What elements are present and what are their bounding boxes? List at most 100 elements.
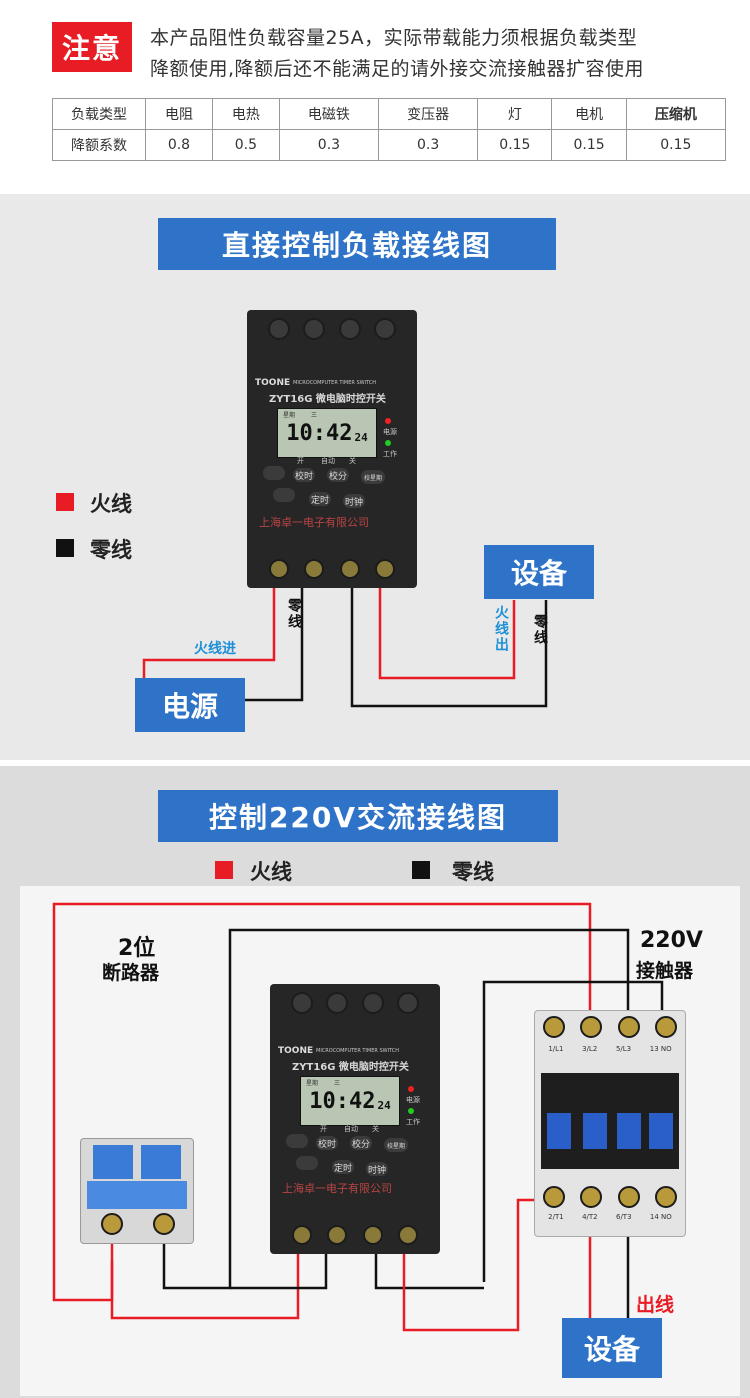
screw-terminal — [362, 1225, 383, 1245]
screw-terminal — [580, 1186, 603, 1208]
wire-label-live-in: 火线进 — [194, 641, 236, 657]
breaker-body — [87, 1181, 187, 1209]
breaker-toggle-1[interactable] — [93, 1145, 133, 1179]
set-hour-button[interactable]: 校时 — [316, 1136, 338, 1150]
timer-button[interactable]: 定时 — [332, 1160, 354, 1174]
breaker-toggle-2[interactable] — [141, 1145, 181, 1179]
contactor-label-1: 220V — [640, 928, 703, 953]
screw-terminal — [580, 1016, 603, 1038]
set-weekday-button[interactable]: 校星期 — [384, 1138, 408, 1152]
contactor-label-2: 接触器 — [636, 960, 694, 982]
power-led — [408, 1086, 414, 1092]
row-header: 降额系数 — [52, 129, 146, 161]
company-name: 上海卓一电子有限公司 — [259, 516, 369, 529]
device-model: ZYT16G 微电脑时控开关 — [292, 1062, 409, 1073]
mode-button[interactable] — [263, 466, 285, 480]
terminal-label: 6/T3 — [615, 1213, 632, 1221]
timer-switch-device: TOONE MICROCOMPUTER TIMER SWITCH ZYT16G … — [247, 310, 417, 588]
mode-button[interactable] — [286, 1134, 308, 1148]
wire-label-live-out: 火线出 — [493, 605, 509, 653]
screw-terminal — [617, 1186, 640, 1208]
section2-title: 控制220V交流接线图 — [158, 790, 558, 842]
screw-terminal — [303, 318, 326, 340]
legend-live-swatch — [56, 493, 74, 511]
legend-neutral-label: 零线 — [90, 538, 132, 562]
breaker-label-1: 2位 — [118, 936, 156, 961]
top-terminal-row — [261, 314, 403, 344]
set-weekday-button[interactable]: 校星期 — [361, 470, 385, 484]
factor-cell: 0.15 — [625, 129, 727, 161]
out-line-label: 出线 — [636, 1294, 675, 1316]
set-minute-button[interactable]: 校分 — [350, 1136, 372, 1150]
section1-title: 直接控制负载接线图 — [158, 218, 556, 270]
timer-button[interactable]: 定时 — [309, 492, 331, 506]
contactor-window — [649, 1113, 673, 1149]
device-subtitle: MICROCOMPUTER TIMER SWITCH — [316, 1048, 400, 1054]
screw-terminal — [397, 992, 420, 1014]
terminal-label: 3/L2 — [582, 1045, 598, 1053]
terminal-label: 2/T1 — [548, 1213, 564, 1221]
legend-live-label: 火线 — [250, 860, 292, 884]
load-type-row: 负载类型 电阻 电热 电磁铁 变压器 灯 电机 压缩机 — [52, 98, 727, 130]
power-led-label: 电源 — [406, 1096, 420, 1104]
contactor-top-labels: 1/L1 3/L2 5/L3 13 NO — [539, 1045, 681, 1057]
load-cell: 电磁铁 — [278, 98, 380, 130]
wire-label-neutral: 零线 — [286, 598, 302, 630]
screw-terminal — [268, 559, 289, 579]
load-device-box: 设备 — [484, 545, 594, 599]
lcd-display: 10:42 24 — [300, 1076, 400, 1126]
two-pole-breaker — [80, 1138, 194, 1244]
screw-terminal — [542, 1016, 565, 1038]
contactor-body — [541, 1073, 679, 1169]
set-hour-button[interactable]: 校时 — [293, 468, 315, 482]
terminal-label: 4/T2 — [582, 1213, 598, 1221]
bottom-terminal-row — [284, 1220, 426, 1250]
work-led-label: 工作 — [406, 1118, 420, 1126]
contactor-window — [547, 1113, 571, 1149]
screw-terminal — [338, 318, 361, 340]
mode-label-auto: 自动 — [344, 1125, 358, 1133]
lcd-time: 10:42 — [286, 420, 353, 446]
work-led — [385, 440, 391, 446]
power-led — [385, 418, 391, 424]
screw-terminal — [290, 992, 313, 1014]
factor-cell: 0.3 — [278, 129, 380, 161]
top-terminal-row — [284, 988, 426, 1018]
cancel-button[interactable] — [296, 1156, 318, 1170]
screw-terminal — [153, 1213, 175, 1235]
contactor-bottom-labels: 2/T1 4/T2 6/T3 14 NO — [539, 1213, 681, 1225]
mode-label-auto: 自动 — [321, 457, 335, 465]
lcd-display: 10:42 24 — [277, 408, 377, 458]
clock-button[interactable]: 时钟 — [343, 494, 365, 508]
set-minute-button[interactable]: 校分 — [327, 468, 349, 482]
derating-table: 负载类型 电阻 电热 电磁铁 变压器 灯 电机 压缩机 降额系数 0.8 0.5… — [52, 98, 727, 161]
legend-live-swatch — [215, 861, 233, 879]
ac-contactor: 1/L1 3/L2 5/L3 13 NO 2/T1 4/T2 6/T3 14 N… — [534, 1010, 686, 1237]
screw-terminal — [339, 559, 360, 579]
breaker-label-2: 断路器 — [102, 962, 160, 984]
screw-terminal — [267, 318, 290, 340]
device-model: ZYT16G 微电脑时控开关 — [269, 394, 386, 405]
screw-terminal — [542, 1186, 565, 1208]
factor-cell: 0.3 — [378, 129, 479, 161]
lcd-seconds: 24 — [354, 430, 368, 444]
lcd-weekday-value: 三 — [311, 412, 318, 419]
power-source-box: 电源 — [135, 678, 245, 732]
factor-cell: 0.15 — [477, 129, 553, 161]
clock-button[interactable]: 时钟 — [366, 1162, 388, 1176]
screw-terminal — [375, 559, 396, 579]
screw-terminal — [655, 1186, 678, 1208]
lcd-time: 10:42 — [309, 1088, 376, 1114]
cancel-button[interactable] — [273, 488, 295, 502]
contactor-window — [617, 1113, 641, 1149]
load-cell: 灯 — [477, 98, 553, 130]
legend-neutral-label: 零线 — [452, 860, 494, 884]
work-led — [408, 1108, 414, 1114]
screw-terminal — [398, 1225, 419, 1245]
contactor-bottom-terminals — [535, 1183, 685, 1211]
lcd-weekday-label: 星期 — [283, 412, 296, 419]
mode-label-off: 关 — [349, 457, 356, 465]
screw-terminal — [374, 318, 397, 340]
factor-cell: 0.15 — [551, 129, 627, 161]
